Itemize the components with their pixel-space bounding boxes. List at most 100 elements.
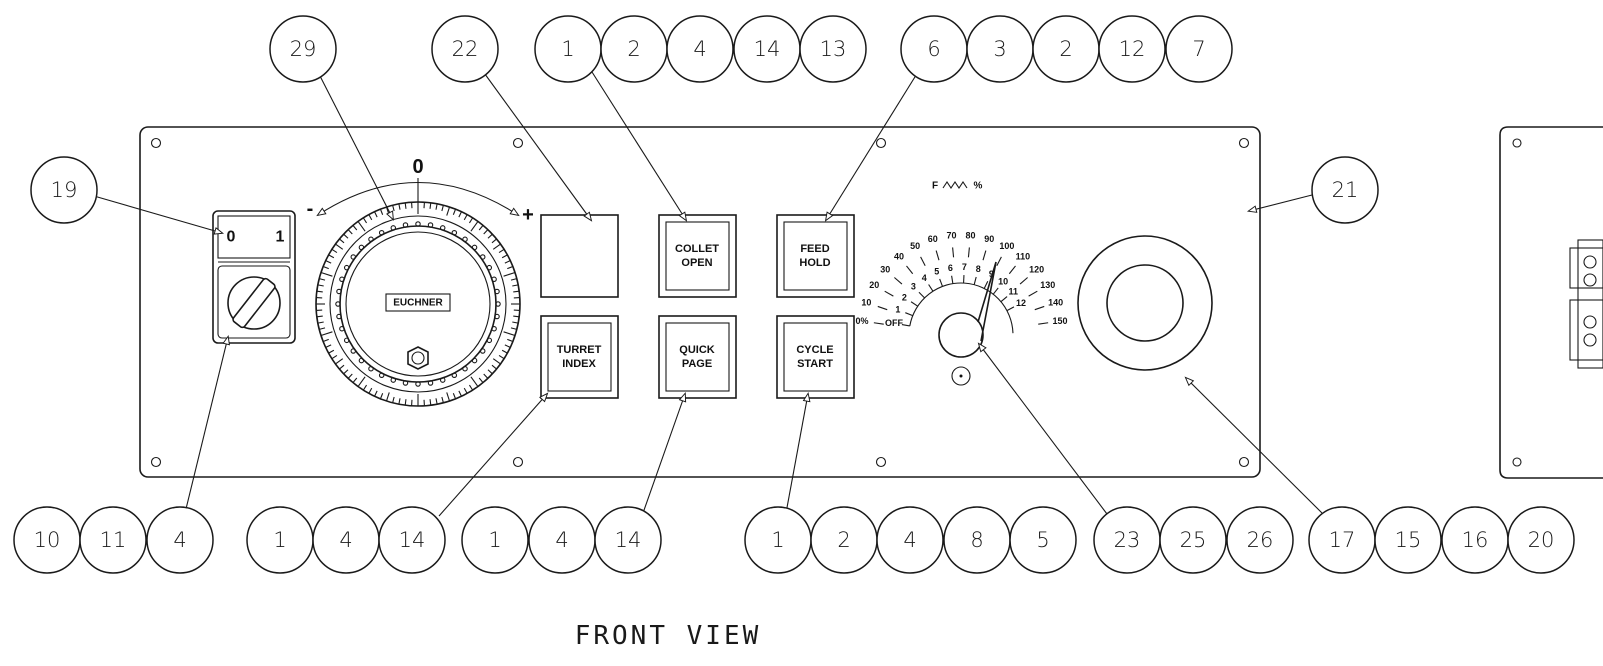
balloon: 5 [1009, 506, 1077, 574]
handwheel-tick [501, 254, 508, 259]
quick-page-label-1: QUICK [679, 344, 715, 356]
selector-label-1: 1 [276, 229, 285, 246]
feed-override-outer-tick [906, 265, 914, 275]
handwheel-tick [507, 338, 514, 343]
feed-override-outer-tick [1019, 277, 1028, 285]
feed-override-inner-tick [901, 324, 910, 327]
handwheel-tick [492, 358, 501, 365]
side-panel-partial [1499, 126, 1603, 479]
balloon: 13 [799, 15, 867, 83]
selector-switch[interactable]: 0 1 [212, 210, 296, 344]
handwheel-tick [347, 373, 353, 379]
handwheel-tick [335, 243, 344, 250]
feed-override-pointer [977, 261, 997, 342]
balloon-number: 4 [339, 528, 352, 552]
feed-override-outer-label: 100 [999, 241, 1014, 251]
balloon: 2 [810, 506, 878, 574]
selector-knob[interactable] [232, 277, 276, 329]
handwheel-plus-label: + [522, 204, 534, 226]
handwheel-tick [322, 338, 329, 343]
handwheel-tick [317, 284, 324, 287]
handwheel-tick [498, 248, 505, 254]
handwheel-tick [328, 254, 335, 259]
balloon: 6 [900, 15, 968, 83]
handwheel-tick [491, 238, 497, 244]
feed-override-inner-tick [992, 287, 999, 295]
handwheel-tick [487, 233, 493, 239]
handwheel-tick [339, 364, 345, 370]
handwheel-minus-label: - [307, 198, 314, 220]
handwheel-tick [357, 221, 366, 232]
balloon-number: 4 [693, 37, 706, 61]
handwheel-tick [441, 205, 444, 212]
feed-override-inner-tick [918, 291, 925, 299]
collet-open-button[interactable]: COLLET OPEN [658, 214, 737, 298]
handwheel-tick [368, 214, 373, 221]
feed-override-outer-label: 120 [1029, 265, 1044, 275]
balloon-number: 25 [1180, 528, 1207, 552]
handwheel-tick [503, 331, 516, 337]
balloon-number: 1 [771, 528, 784, 552]
feed-override-inner-tick [905, 312, 913, 317]
feed-override-inner-tick [1006, 306, 1015, 312]
feed-override-outer-label: 10 [861, 298, 871, 308]
handwheel-tick [331, 354, 338, 360]
handwheel-tick [392, 396, 395, 403]
feed-hold-button[interactable]: FEED HOLD [776, 214, 855, 298]
feed-override-inner-label: 4 [922, 273, 927, 283]
handwheel-tick [404, 399, 407, 406]
feed-override-outer-label: 50 [910, 241, 920, 251]
feed-override-outer-label: 150 [1053, 316, 1068, 326]
handwheel-tick [512, 284, 519, 287]
handwheel-tick [491, 364, 497, 370]
turret-index-button[interactable]: TURRET INDEX [540, 315, 619, 399]
leader-lines [93, 69, 1323, 517]
turret-index-label-1: TURRET [557, 344, 602, 356]
feed-override-outer-tick [967, 247, 970, 258]
cycle-start-button[interactable]: CYCLE START [776, 315, 855, 399]
balloon-number: 1 [561, 37, 574, 61]
feed-override-outer-tick [884, 290, 894, 297]
balloon-number: 15 [1395, 528, 1422, 552]
handwheel-tick [501, 349, 508, 354]
emergency-stop[interactable] [1077, 235, 1213, 371]
feed-override-outer-label: 140 [1048, 298, 1063, 308]
handwheel-tick [513, 315, 520, 318]
turret-index-label-2: INDEX [562, 358, 596, 370]
handwheel-tick [385, 392, 390, 402]
collet-open-label-2: OPEN [681, 257, 712, 269]
feed-override-outer-label: 130 [1040, 280, 1055, 290]
feed-hold-label-2: HOLD [799, 257, 830, 269]
feed-override-outer-tick [996, 256, 1002, 266]
feed-override-outer-label: 30 [880, 265, 890, 275]
balloon: 2 [1032, 15, 1100, 83]
balloon-number: 1 [488, 528, 501, 552]
handwheel-tick [320, 271, 333, 277]
feed-override-inner-label: OFF [885, 318, 903, 328]
handwheel-tick [322, 265, 329, 270]
feed-override-outer-tick [952, 247, 955, 258]
handwheel-tick [435, 203, 438, 210]
handwheel-tick [470, 221, 479, 232]
balloon: 8 [943, 506, 1011, 574]
handwheel-tick [404, 202, 407, 209]
balloon-number: 1 [273, 528, 286, 552]
feed-override-knob[interactable] [938, 312, 984, 358]
feed-override-outer-tick [877, 305, 888, 311]
balloon: 10 [13, 506, 81, 574]
balloon: 21 [1311, 156, 1379, 224]
balloon: 2 [600, 15, 668, 83]
handwheel-tick [458, 211, 462, 218]
handwheel-crank-nut[interactable] [407, 346, 429, 370]
balloon: 23 [1093, 506, 1161, 574]
handwheel[interactable]: EUCHNER 0 - + [307, 156, 534, 407]
balloon-number: 10 [34, 528, 61, 552]
handwheel-tick [463, 387, 468, 394]
balloon: 14 [378, 506, 446, 574]
balloon-number: 7 [1192, 37, 1205, 61]
feed-override-outer-label: 20 [869, 280, 879, 290]
quick-page-button[interactable]: QUICK PAGE [658, 315, 737, 399]
